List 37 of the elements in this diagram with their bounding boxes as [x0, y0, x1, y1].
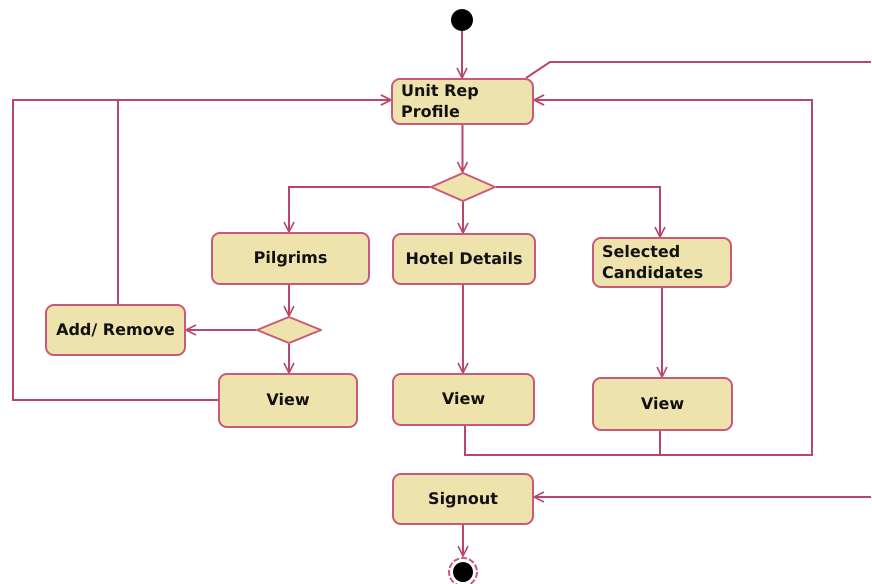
arrow	[185, 324, 256, 336]
initial-node	[451, 9, 473, 31]
activity-box	[45, 304, 186, 356]
activity-box	[392, 233, 536, 285]
arrow	[456, 125, 468, 173]
activity-label: View	[442, 389, 486, 410]
activity-box	[218, 373, 358, 428]
arrow	[457, 525, 469, 557]
arrow	[456, 31, 468, 79]
activity-label: Hotel Details	[405, 248, 522, 270]
activity-box	[392, 473, 534, 525]
activity-box	[211, 232, 370, 285]
activity-box	[392, 373, 535, 426]
arrow	[533, 491, 871, 503]
activity-label: Pilgrims	[254, 248, 328, 269]
arrow	[283, 186, 430, 233]
activity-label: View	[640, 394, 684, 414]
arrow	[283, 344, 295, 374]
activity-box	[592, 377, 733, 431]
final-node	[447, 556, 479, 584]
activity-label: Add/ Remove	[56, 320, 175, 340]
arrow	[12, 94, 392, 401]
arrow	[457, 285, 469, 374]
activity-label: Signout	[428, 488, 498, 510]
arrow	[533, 94, 813, 456]
arrow	[457, 202, 469, 234]
activity-label: Selected Candidates	[602, 242, 704, 284]
decision-diamond	[256, 316, 322, 344]
activity-box	[592, 237, 732, 288]
connector-line	[525, 61, 871, 79]
activity-label: Unit Rep Profile	[401, 80, 480, 122]
activity-label: View	[266, 390, 310, 411]
arrow	[496, 186, 666, 238]
activity-box	[391, 78, 534, 125]
decision-diamond	[430, 172, 496, 202]
arrow	[656, 288, 668, 378]
arrow	[283, 285, 295, 317]
